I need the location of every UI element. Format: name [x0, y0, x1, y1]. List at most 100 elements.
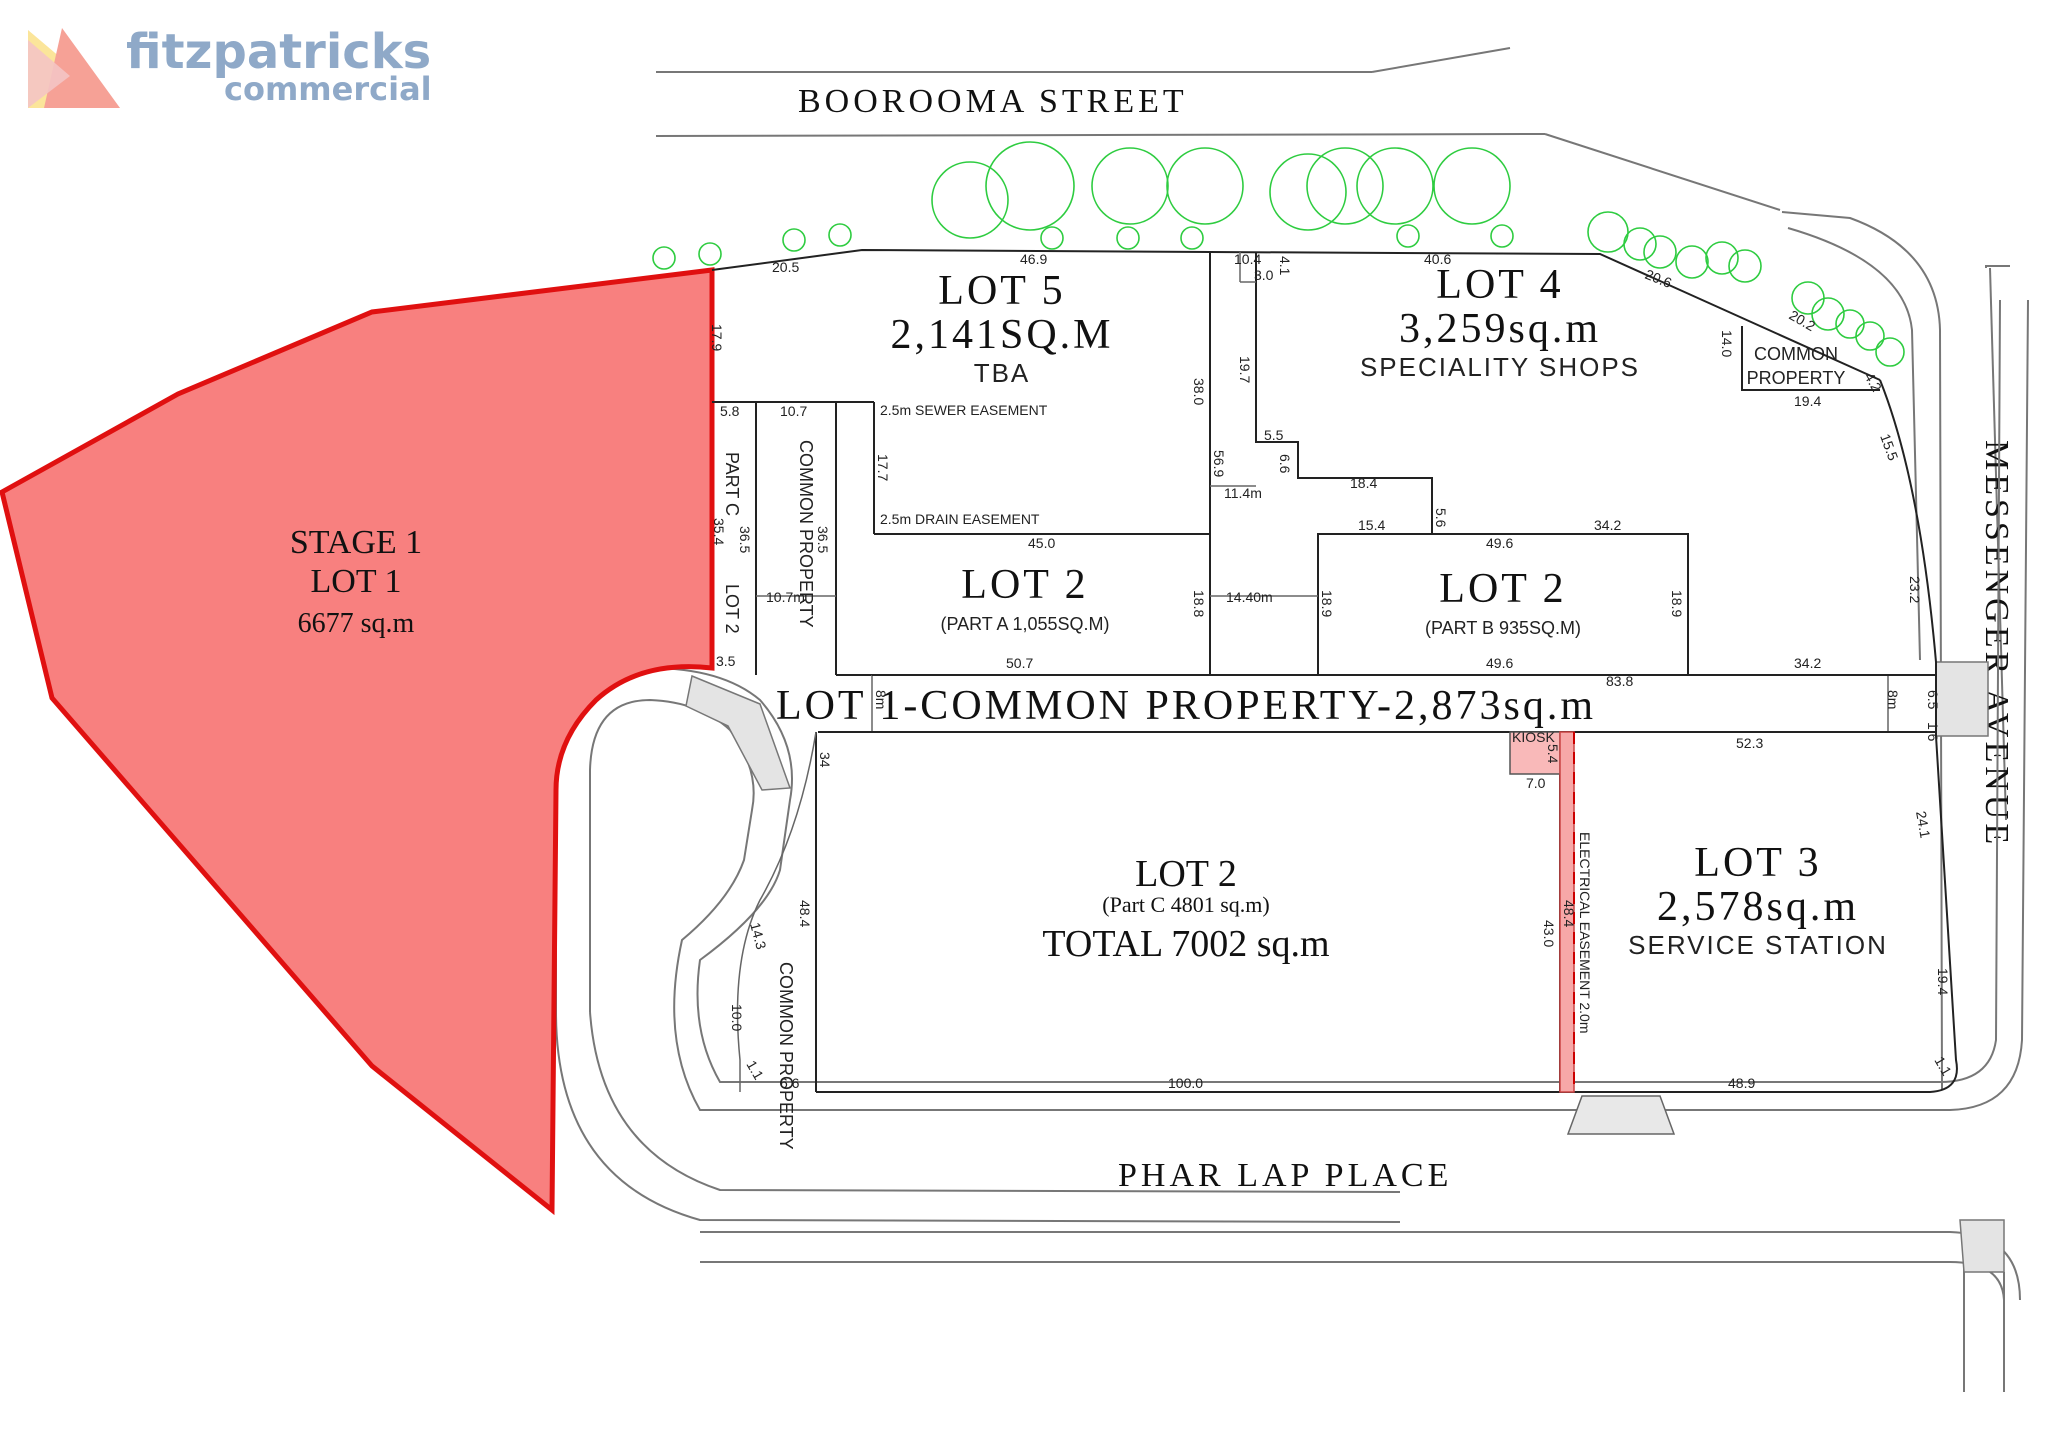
common-property-ne-label-2: PROPERTY — [1747, 368, 1846, 388]
tree-icon — [1811, 297, 1845, 331]
dim-label: 56.9 — [1211, 450, 1227, 477]
dim-label: 18.9 — [1669, 590, 1685, 617]
lot4-title: LOT 4 — [1436, 262, 1563, 308]
tree-icon — [1643, 235, 1677, 269]
boorooma-street-label: BOOROOMA STREET — [798, 83, 1188, 120]
tree-icon — [931, 161, 1009, 239]
lot5-area: 2,141SQ.M — [890, 312, 1113, 358]
dim-label: 23.2 — [1907, 576, 1923, 603]
dim-label: 40.6 — [1424, 251, 1451, 267]
lot2c-sub: (Part C 4801 sq.m) — [1102, 892, 1269, 917]
dim-label: 35.4 — [711, 518, 727, 545]
lot2b-title: LOT 2 — [1439, 566, 1566, 612]
sewer-easement-label: 2.5m SEWER EASEMENT — [880, 402, 1048, 418]
logo-triangle-red — [44, 28, 120, 108]
dim-label: 34.2 — [1594, 517, 1621, 533]
dim-label: 17.7 — [875, 454, 891, 481]
dim-label: 14.3 — [747, 921, 770, 952]
dim-label: 36.5 — [737, 526, 753, 553]
dim-label: 19.7 — [1237, 356, 1253, 383]
stage1-lot1-parcel[interactable] — [0, 267, 715, 1216]
lot2c-total: TOTAL 7002 sq.m — [1042, 923, 1329, 965]
part-c-label: PART C — [722, 452, 742, 516]
dim-label: 34.2 — [1794, 655, 1821, 671]
kiosk-label: KIOSK — [1512, 729, 1555, 745]
lot5-title: LOT 5 — [938, 268, 1065, 314]
dim-label: 45.0 — [1028, 535, 1055, 551]
dim-label: 20.2 — [1787, 307, 1819, 335]
lot4-use: SPECIALITY SHOPS — [1360, 352, 1640, 382]
dimension-labels: 20.5 46.9 10.4 3.0 4.1 40.6 20.6 14.0 20… — [709, 251, 1955, 1091]
logo-text-commercial: commercial — [224, 70, 432, 108]
tree-icon — [1728, 249, 1762, 283]
dim-label: 8m — [1885, 690, 1901, 709]
common-property-mid-label: COMMON PROPERTY — [796, 440, 816, 628]
dim-label: 8m — [873, 690, 889, 709]
tree-icon — [1180, 226, 1204, 250]
dim-label: 6.6 — [780, 1075, 800, 1091]
dim-label: 11.4m — [1224, 485, 1262, 501]
lot1-common-label: LOT 1-COMMON PROPERTY-2,873sq.m — [776, 683, 1596, 729]
lot-boundaries — [711, 248, 1958, 1093]
tree-icon — [1166, 147, 1244, 225]
dim-label: 19.4 — [1935, 968, 1951, 995]
boorooma-street-road — [655, 47, 1781, 211]
lot3-area: 2,578sq.m — [1657, 884, 1859, 930]
tree-icon — [1490, 224, 1514, 248]
tree-icon — [985, 141, 1075, 231]
dim-label: 14.0 — [1719, 330, 1735, 357]
dim-label: 83.8 — [1606, 673, 1633, 689]
tree-icon — [1705, 241, 1739, 275]
dim-label: 5.5 — [1264, 427, 1284, 443]
dim-label: 1.6 — [1925, 722, 1941, 742]
dim-label: 17.9 — [709, 324, 725, 351]
dim-label: 46.9 — [1020, 251, 1047, 267]
tree-icon — [1040, 226, 1064, 250]
phar-lap-place-label: PHAR LAP PLACE — [1118, 1157, 1452, 1194]
tree-icon — [1306, 147, 1384, 225]
dim-label: 18.8 — [1191, 590, 1207, 617]
lot2b-sub: (PART B 935SQ.M) — [1425, 618, 1581, 638]
dim-label: 43.0 — [1541, 920, 1557, 947]
tree-icon — [1587, 211, 1629, 253]
dim-label: 20.6 — [1643, 266, 1674, 291]
stage1-label: STAGE 1 — [290, 524, 422, 561]
dim-label: 10.7 — [780, 403, 807, 419]
dim-label: 49.6 — [1486, 655, 1513, 671]
tree-row — [652, 141, 1905, 367]
lot2-small-label: LOT 2 — [722, 584, 742, 634]
dim-label: 20.5 — [772, 259, 799, 275]
tree-icon — [1269, 153, 1347, 231]
dim-label: 48.4 — [1561, 900, 1577, 927]
dim-label: 6.6 — [1277, 454, 1293, 474]
dim-label: 18.4 — [1350, 475, 1377, 491]
tree-icon — [1623, 227, 1657, 261]
tree-icon — [1675, 245, 1709, 279]
electrical-easement-label: ELECTRICAL EASEMENT 2.0m — [1577, 832, 1593, 1034]
common-property-sw-label: COMMON PROPERTY — [776, 962, 796, 1150]
logo-triangle-pink — [28, 40, 70, 108]
dim-label: 36.5 — [815, 526, 831, 553]
stage1-lot-label: LOT 1 — [311, 563, 402, 600]
tree-icon — [1356, 147, 1434, 225]
dim-label: 15.4 — [1358, 517, 1385, 533]
dim-label: 5.8 — [720, 403, 740, 419]
phar-lap-place-road — [555, 299, 2029, 1301]
lot5-use: TBA — [974, 358, 1031, 388]
dim-label: 100.0 — [1168, 1075, 1203, 1091]
dim-label: 1.1 — [743, 1058, 767, 1083]
dim-label: 24.1 — [1913, 810, 1934, 840]
dim-label: 19.4 — [1794, 393, 1821, 409]
tree-icon — [652, 246, 676, 270]
dim-label: 5.6 — [1433, 508, 1449, 528]
dim-label: 10.7m — [766, 589, 805, 605]
logo-text-fitzpatricks: fitzpatricks — [126, 24, 431, 80]
dim-label: 49.6 — [1486, 535, 1513, 551]
drain-easement-label: 2.5m DRAIN EASEMENT — [880, 511, 1040, 527]
dim-label: 3.0 — [1254, 267, 1274, 283]
dim-label: 4.1 — [1277, 256, 1293, 276]
dim-label: 34 — [817, 752, 833, 768]
stage1-area: 6677 sq.m — [298, 608, 415, 639]
dim-label: 50.7 — [1006, 655, 1033, 671]
